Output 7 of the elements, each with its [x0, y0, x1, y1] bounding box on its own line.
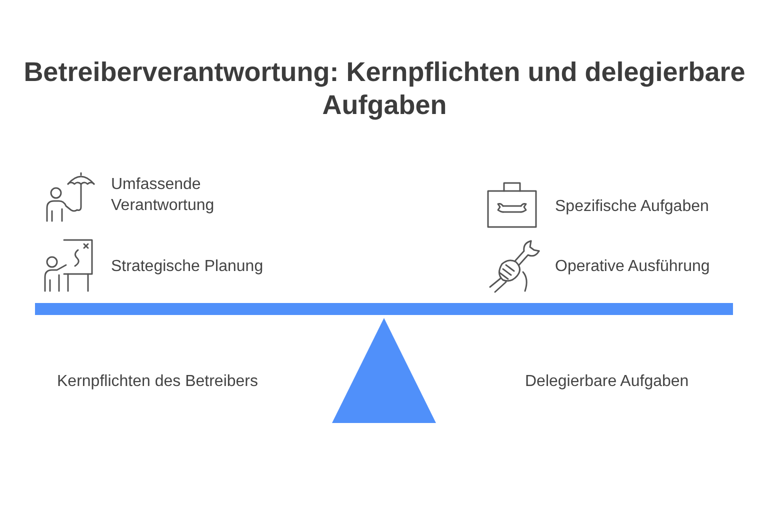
- text-label: Kernpflichten des Betreibers: [57, 372, 258, 392]
- text-label: Delegierbare Aufgaben: [525, 372, 689, 392]
- text-label: Strategische Planung: [111, 257, 264, 277]
- text-label: Operative Ausführung: [555, 257, 710, 277]
- text-label: Spezifische Aufgaben: [555, 197, 709, 217]
- title: Betreiberverantwortung: Kernpflichten und delegierbare Aufgaben: [22, 56, 746, 122]
- text-label: Umfassende Verantwortung: [111, 175, 216, 216]
